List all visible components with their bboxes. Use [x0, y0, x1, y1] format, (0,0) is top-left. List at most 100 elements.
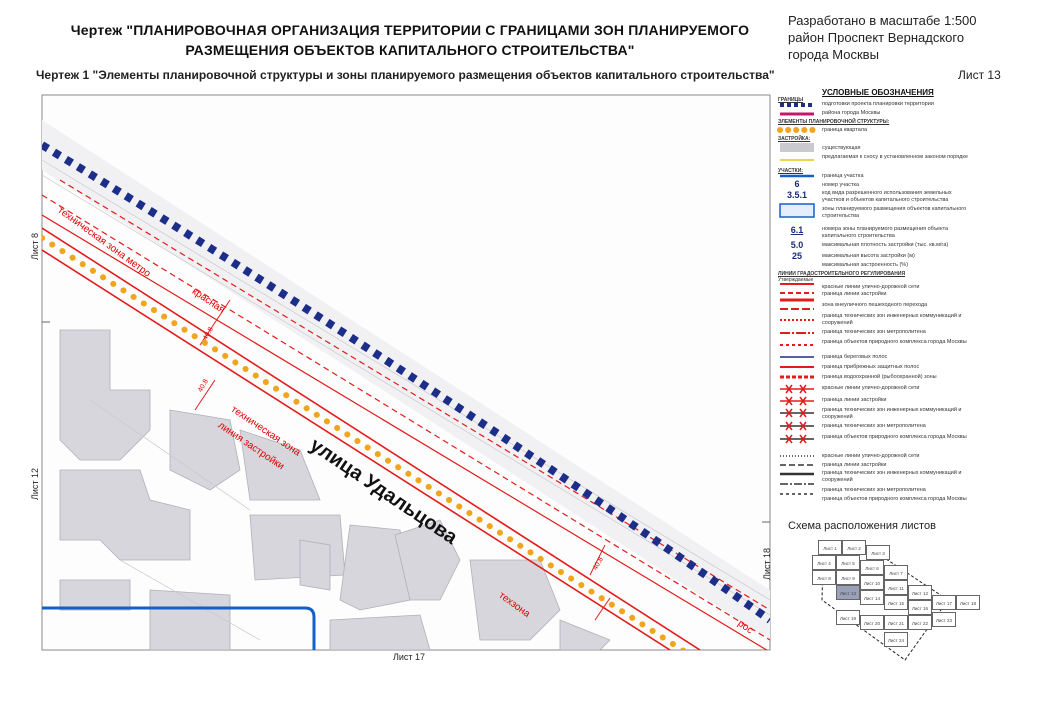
legend-item: граница прибрежных защитных полос	[822, 364, 920, 370]
legend-item: граница участка	[822, 173, 864, 179]
sheet-label-right: Лист 18	[762, 547, 772, 580]
legend-item: граница технических зон метрополитена	[822, 329, 926, 335]
legend-item: предлагаемая к сносу в установленном зак…	[822, 154, 968, 160]
drawing-subtitle: Чертеж 1 "Элементы планировочной структу…	[36, 68, 775, 82]
building	[559, 619, 611, 650]
legend-item: номера зоны планируемого размещения объе…	[822, 226, 949, 239]
legend-item: граница береговых полос	[822, 354, 888, 360]
legend-item: граница линии застройки	[822, 462, 887, 468]
legend-item: максимальная плотность застройки (тыс. к…	[822, 242, 949, 248]
scheme-cell: Лист 9	[836, 570, 860, 585]
sheet-label-left-bottom: Лист 12	[30, 467, 40, 500]
legend-item: красные линии улично-дорожной сети	[822, 385, 920, 391]
legend-title: УСЛОВНЫЕ ОБОЗНАЧЕНИЯ	[822, 88, 934, 97]
drawing-title-line1: Чертеж "ПЛАНИРОВОЧНАЯ ОРГАНИЗАЦИЯ ТЕРРИТ…	[70, 22, 750, 38]
sheet-label-left-top: Лист 8	[30, 232, 40, 260]
legend-section: УЧАСТКИ:	[778, 168, 803, 174]
scheme-cell: Лист 2	[842, 540, 866, 555]
scheme-cell: Лист 7	[884, 565, 908, 580]
red-lines-layer	[42, 179, 770, 650]
legend-item: граница технических зон метрополитена	[822, 423, 926, 429]
legend-zone-number-symbol: 6.1	[790, 225, 804, 235]
building	[239, 429, 321, 501]
legend-item: граница технических зон инженерных комму…	[822, 470, 962, 483]
legend-height-symbol: 25	[791, 251, 802, 261]
scheme-cell: Лист 17	[932, 595, 956, 610]
legend-section: ЗАСТРОЙКА:	[778, 136, 811, 142]
scheme-cell: Лист 3	[866, 545, 890, 560]
scheme-cell: Лист 19	[836, 610, 860, 625]
scheme-cell: Лист 6	[860, 560, 884, 575]
legend-parcel-number-symbol: 6	[794, 179, 800, 189]
scheme-cell: Лист 16	[908, 600, 932, 615]
legend-item: код вида разрешенного использования земе…	[822, 190, 952, 203]
parcel-boundary-blue	[42, 606, 316, 650]
scheme-cell: Лист 10	[860, 575, 884, 590]
scheme-cell: Лист 18	[956, 595, 980, 610]
legend-section: ЭЛЕМЕНТЫ ПЛАНИРОВОЧНОЙ СТРУКТУРЫ:	[778, 119, 890, 125]
legend-item: граница водоохранной (рыбоохранной) зоны	[822, 374, 937, 380]
scale-line: Разработано в масштабе 1:500	[788, 13, 977, 28]
legend-item: красные линии улично-дорожной сети	[822, 284, 920, 290]
project-boundary	[42, 141, 770, 624]
red-line	[42, 214, 768, 650]
building	[59, 579, 131, 611]
legend-item: граница линии застройки	[822, 397, 887, 403]
scheme-cell: Лист 23	[932, 612, 956, 627]
red-dashed-line	[59, 179, 770, 611]
legend-symbols	[777, 103, 817, 495]
legend-item: подготовки проекта планировки территории	[822, 101, 934, 107]
legend-item: зона внеуличного пешеходного перехода	[822, 302, 928, 308]
legend-item: граница объектов природного комплекса го…	[822, 339, 967, 345]
legend-section: ЛИНИИ ГРАДОСТРОИТЕЛЬНОГО РЕГУЛИРОВАНИЯ	[778, 271, 906, 277]
scheme-cell: Лист 14	[860, 590, 884, 605]
legend-item: номер участка	[822, 182, 860, 188]
drawing-title: Чертеж "ПЛАНИРОВОЧНАЯ ОРГАНИЗАЦИЯ ТЕРРИТ…	[40, 20, 780, 60]
sheet-number: Лист 13	[958, 68, 1001, 82]
legend-item: максимальная высота застройки (м)	[822, 253, 915, 259]
legend-item: граница технических зон инженерных комму…	[822, 407, 962, 420]
legend-item: граница линии застройки	[822, 291, 887, 297]
scheme-cell: Лист 5	[836, 555, 860, 570]
scheme-cell: Лист 11	[884, 580, 908, 595]
scheme-cell: Лист 21	[884, 615, 908, 630]
legend-item: граница квартала	[822, 127, 868, 133]
red-line	[42, 227, 701, 650]
city-line: города Москвы	[788, 47, 879, 62]
legend-subsection: Утверждаемые	[778, 277, 814, 283]
legend-item: граница технических зон метрополитена	[822, 487, 926, 493]
scheme-cell: Лист 20	[860, 615, 884, 630]
scheme-cell: Лист 13	[836, 585, 860, 600]
legend-section: ГРАНИЦЫ	[778, 97, 804, 103]
scheme-cell: Лист 15	[884, 595, 908, 610]
quarter-boundary-dotted	[42, 235, 688, 650]
red-line	[42, 249, 671, 650]
building	[59, 329, 151, 461]
legend-item: красные линии улично-дорожной сети	[822, 453, 920, 459]
building	[169, 409, 241, 491]
building	[329, 614, 431, 650]
legend-density-symbol: 5.0	[790, 240, 804, 250]
building	[59, 469, 191, 561]
legend-item: максимальная застроенность (%)	[822, 262, 909, 268]
sheet-label-bottom: Лист 17	[393, 652, 426, 662]
scale-info: Разработано в масштабе 1:500 район Просп…	[788, 12, 977, 63]
legend-item: существующая	[822, 145, 861, 151]
building	[149, 589, 231, 650]
district-line: район Проспект Вернадского	[788, 30, 965, 45]
scheme-cell: Лист 1	[818, 540, 842, 555]
drawing-title-line2: РАЗМЕЩЕНИЯ ОБЪЕКТОВ КАПИТАЛЬНОГО СТРОИТЕ…	[185, 42, 635, 58]
legend-item: района города Москвы	[822, 110, 881, 116]
buildings-layer	[59, 329, 611, 650]
scheme-cell: Лист 12	[908, 585, 932, 600]
scheme-cell: Лист 24	[884, 632, 908, 647]
legend-item: граница объектов природного комплекса го…	[822, 496, 967, 502]
scheme-cell: Лист 22	[908, 615, 932, 630]
legend-use-code-symbol: 3.5.1	[786, 190, 808, 200]
legend-item: граница технических зон инженерных комму…	[822, 313, 962, 326]
legend-item: граница объектов природного комплекса го…	[822, 434, 967, 440]
building	[249, 514, 346, 581]
scheme-cell: Лист 8	[812, 570, 836, 585]
scheme-title: Схема расположения листов	[788, 520, 936, 532]
